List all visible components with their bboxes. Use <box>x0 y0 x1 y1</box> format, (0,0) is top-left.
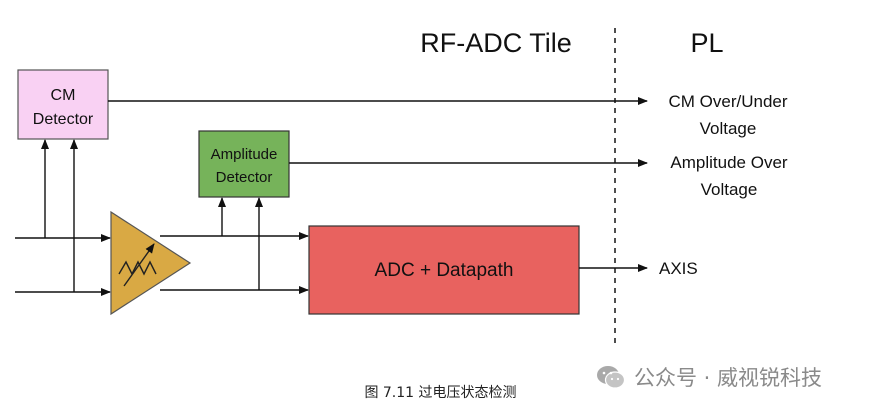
cm-output-label-line2: Voltage <box>700 119 757 138</box>
figure-caption: 图 7.11 过电压状态检测 <box>364 385 517 401</box>
rf-adc-tile-title: RF-ADC Tile <box>420 28 572 58</box>
amplitude-detector-label-line2: Detector <box>216 169 273 186</box>
wechat-icon <box>597 366 626 389</box>
cm-detector-label-line2: Detector <box>33 111 94 128</box>
pl-title: PL <box>690 28 723 58</box>
adc-datapath-label: ADC + Datapath <box>375 260 514 281</box>
cm-detector-label-line1: CM <box>51 87 76 104</box>
watermark: 公众号 · 威视锐科技 <box>596 362 822 392</box>
axis-output-label: AXIS <box>659 259 698 278</box>
amplitude-output-label-line2: Voltage <box>701 180 758 199</box>
cm-output-label-line1: CM Over/Under <box>668 92 787 111</box>
cm-detector-block: CM Detector <box>17 69 109 140</box>
amplitude-output-label-line1: Amplitude Over <box>670 153 787 172</box>
amplitude-detector-block: Amplitude Detector <box>198 130 290 198</box>
amplitude-detector-label-line1: Amplitude <box>211 146 278 163</box>
adc-datapath-block: ADC + Datapath <box>308 225 580 315</box>
watermark-text: 公众号 · 威视锐科技 <box>634 366 823 390</box>
variable-gain-amplifier-icon <box>110 210 192 316</box>
